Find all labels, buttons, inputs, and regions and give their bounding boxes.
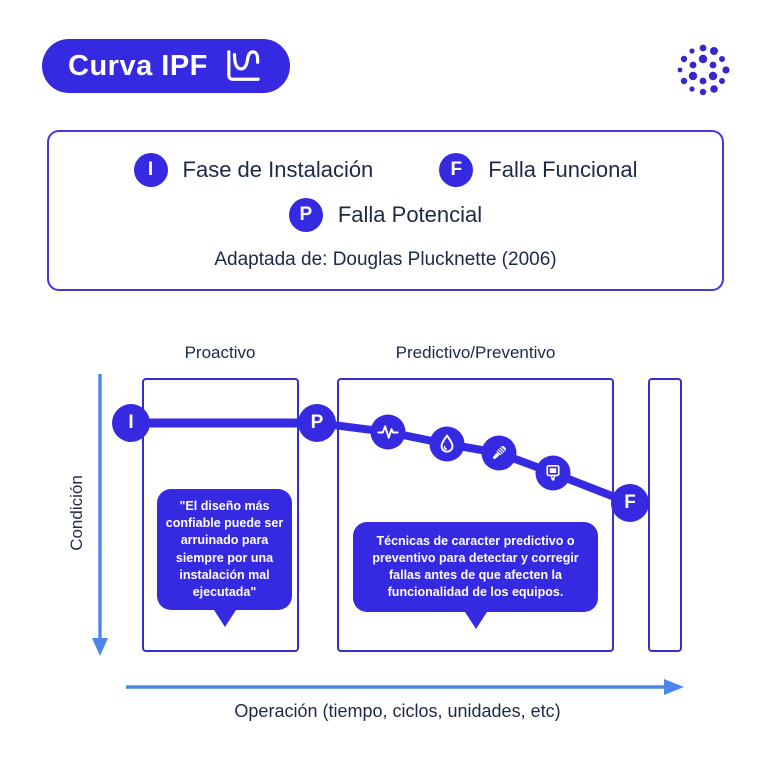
predictive-note-text: Técnicas de caracter predictivo o preven… xyxy=(372,533,579,600)
legend-label: Falla Potencial xyxy=(337,201,483,227)
x-axis-label: Operación (tiempo, ciclos, unidades, etc… xyxy=(234,701,561,721)
zone-failure-box xyxy=(648,378,682,652)
pf-curve-icon xyxy=(222,49,264,83)
legend-row-1: I Fase de Instalación F Falla Funcional xyxy=(133,152,638,187)
legend-item-falla-funcional: F Falla Funcional xyxy=(439,152,638,187)
y-axis-label: Condición xyxy=(67,475,86,551)
title-badge: Curva IPF xyxy=(42,39,290,93)
marker-p: P xyxy=(298,404,336,442)
marker-p-legend: P xyxy=(288,197,323,232)
marker-i-legend: I xyxy=(133,152,168,187)
legend-label: Falla Funcional xyxy=(488,156,638,182)
legend-item-falla-potencial: P Falla Potencial xyxy=(288,197,483,232)
page-title: Curva IPF xyxy=(68,49,208,82)
ultrasound-probe-icon xyxy=(481,435,517,471)
installation-quote-text: "El diseño más confiable puede ser arrui… xyxy=(165,498,284,599)
section-title-predictivo: Predictivo/Preventivo xyxy=(395,343,556,362)
predictive-note-bubble: Técnicas de caracter predictivo o preven… xyxy=(353,522,598,612)
attribution-text: Adaptada de: Douglas Plucknette (2006) xyxy=(214,248,557,270)
legend-label: Fase de Instalación xyxy=(182,156,374,182)
legend-row-2: P Falla Potencial xyxy=(288,197,483,232)
thermal-camera-icon xyxy=(535,455,571,491)
vibration-waveform-icon xyxy=(370,414,406,450)
oil-drop-icon xyxy=(429,426,465,462)
dots-cluster-logo-icon xyxy=(670,40,736,105)
marker-i: I xyxy=(112,404,150,442)
legend-card: I Fase de Instalación F Falla Funcional … xyxy=(47,130,724,291)
installation-quote-bubble: "El diseño más confiable puede ser arrui… xyxy=(157,489,292,610)
legend-item-instalacion: I Fase de Instalación xyxy=(133,152,374,187)
marker-f-legend: F xyxy=(439,152,474,187)
marker-f: F xyxy=(611,484,649,522)
section-title-proactivo: Proactivo xyxy=(184,343,256,362)
